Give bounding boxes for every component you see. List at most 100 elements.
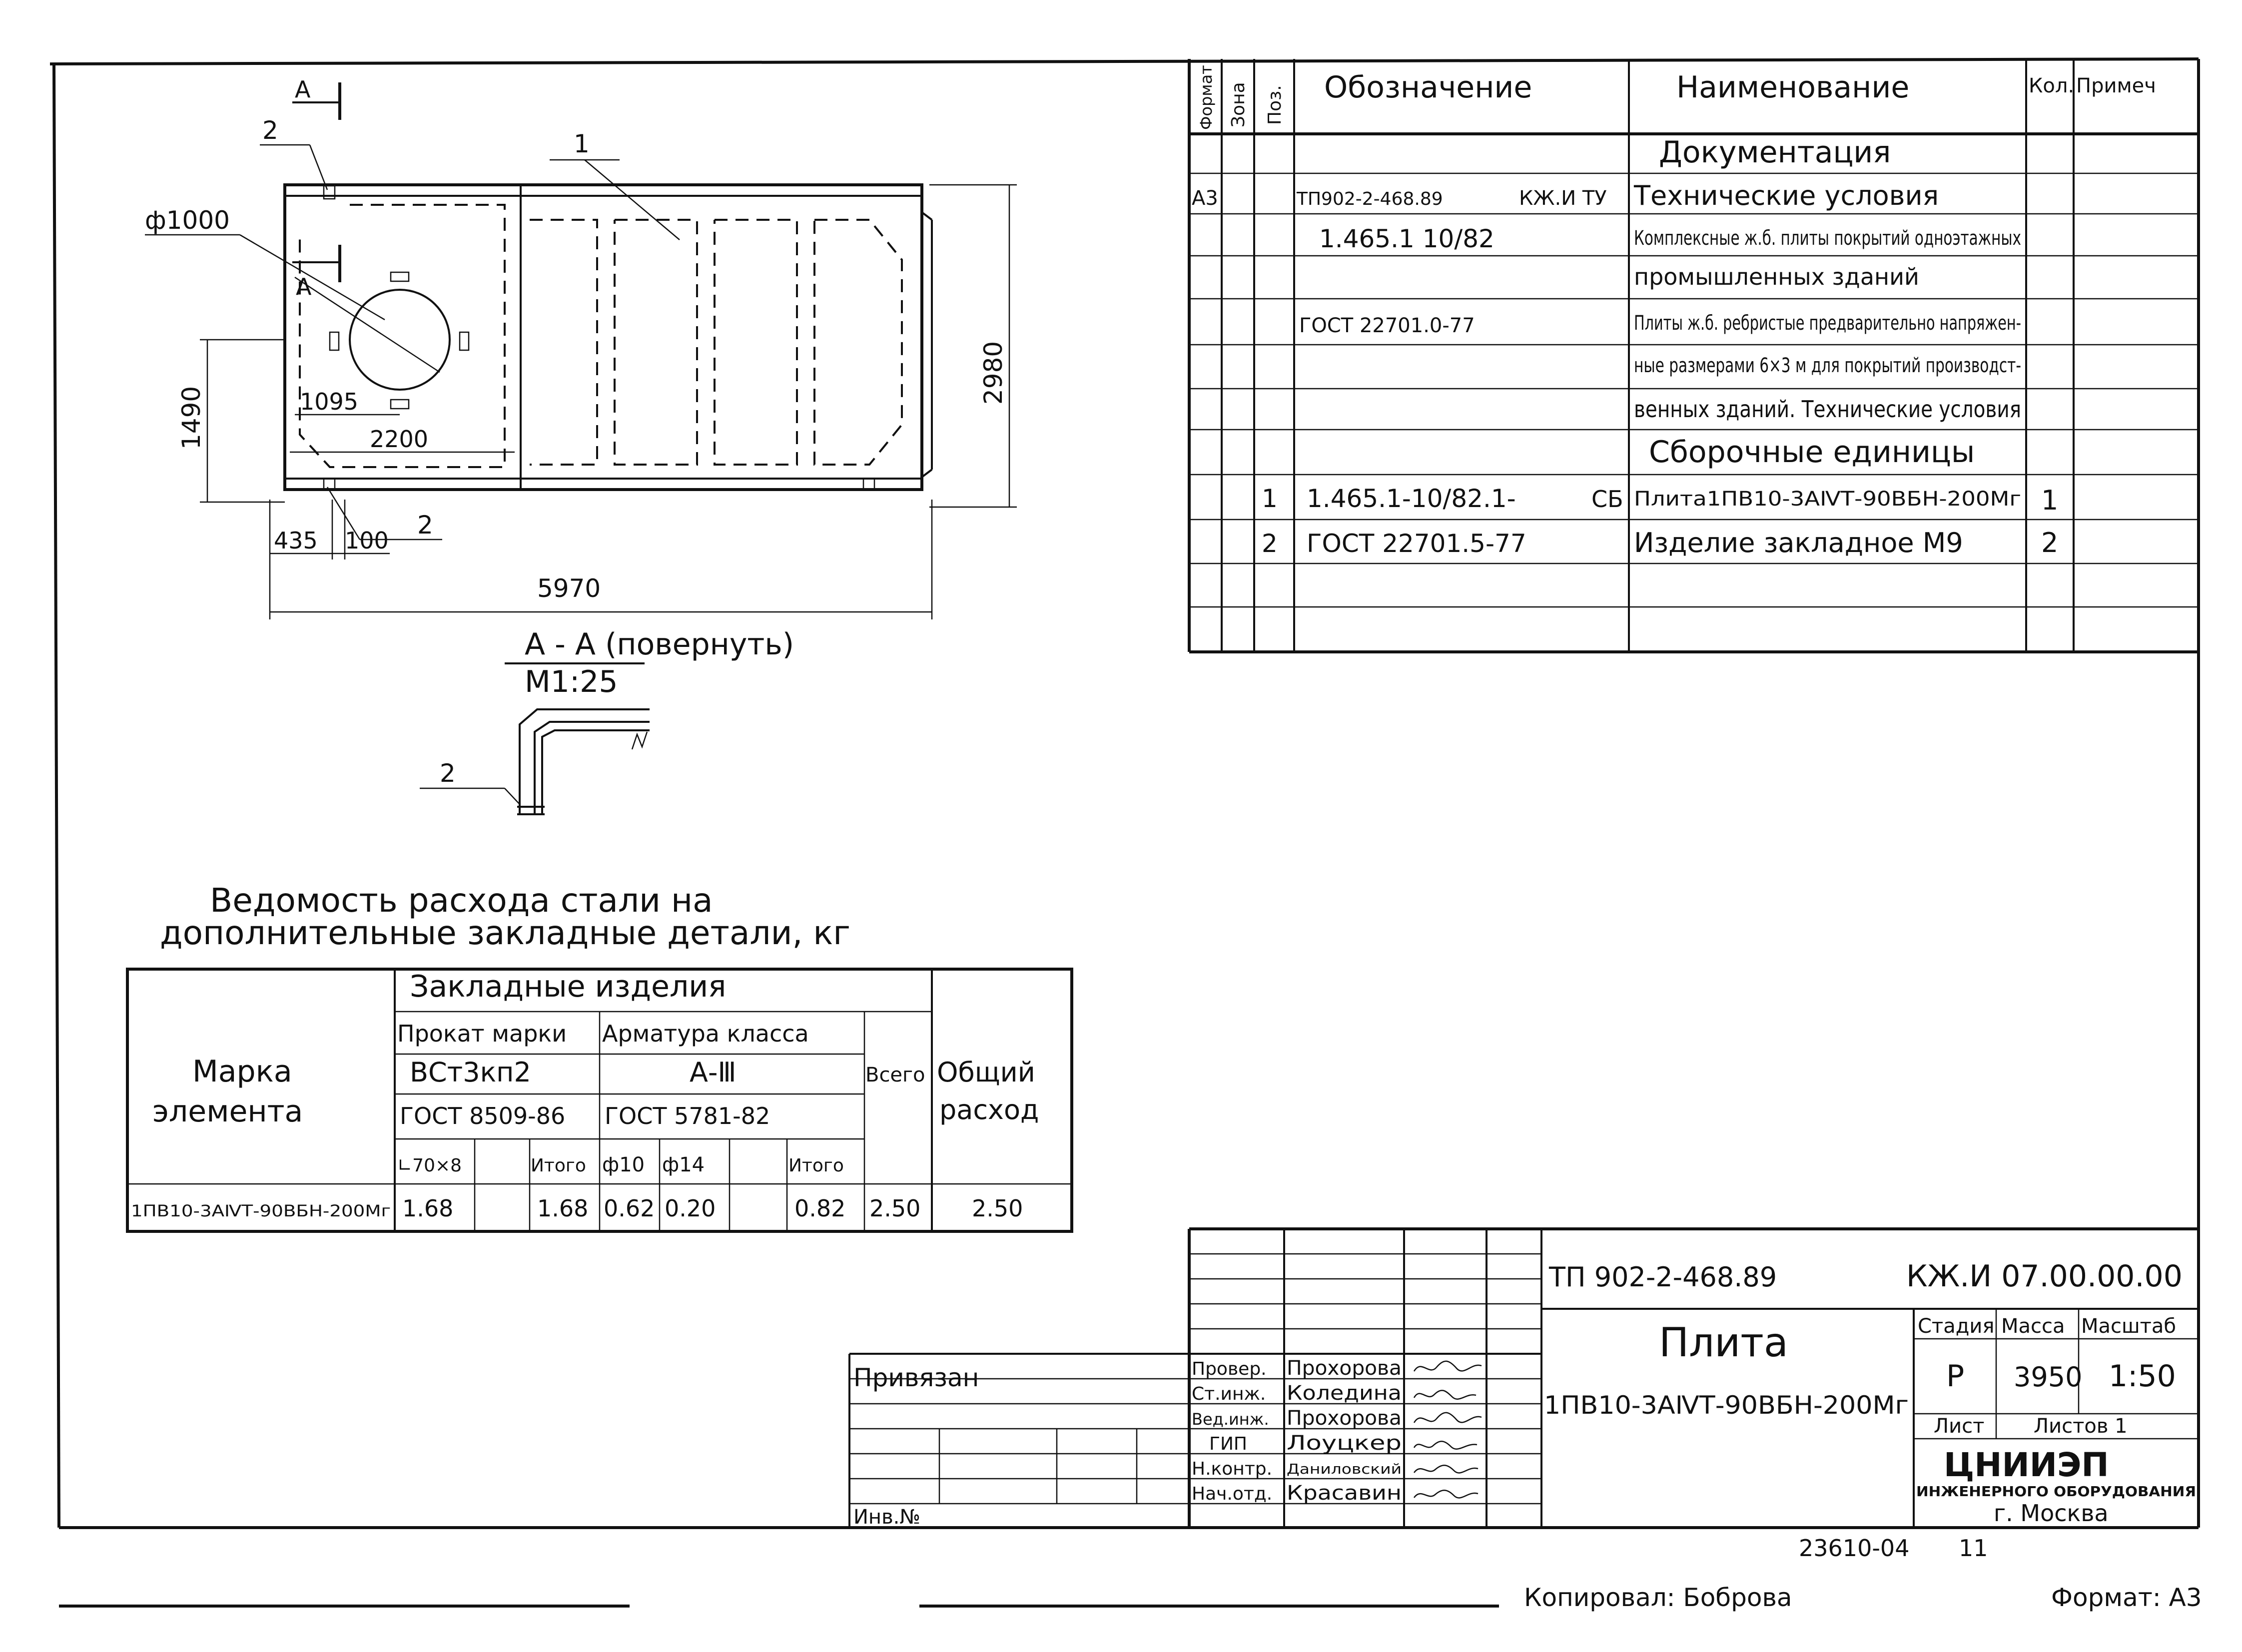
frame-left [52, 63, 60, 1528]
tb-role-4: Н.контр. [1192, 1459, 1272, 1479]
tb-role-1: Ст.инж. [1192, 1384, 1266, 1404]
spec-row-complex-name: Комплексные ж.б. плиты покрытий одноэтаж… [1634, 227, 2021, 250]
dim-2980: 2980 [979, 341, 1008, 405]
steel-c-f14: ф14 [662, 1153, 705, 1176]
spec-row-doc-section: Документация [1659, 135, 1891, 170]
footer-format: Формат: А3 [2051, 1583, 2202, 1612]
steel-row-rebar-total: 0.82 [794, 1195, 845, 1222]
spec-row-ty-designation: ТП902-2-468.89 [1296, 189, 1443, 209]
dim-2200: 2200 [370, 426, 428, 453]
steel-row-overall: 2.50 [972, 1195, 1023, 1222]
section-part-2: 2 [440, 759, 456, 788]
section-detail [420, 708, 650, 815]
steel-c-angle: ∟70×8 [397, 1155, 462, 1176]
spec-row-embed-pos: 2 [1262, 529, 1278, 558]
steel-title-line2: дополнительные закладные детали, кг [160, 914, 850, 952]
tb-name-4: Даниловский [1287, 1461, 1402, 1477]
tb-name-5: Красавин [1287, 1482, 1402, 1505]
steel-h-total: Всего [865, 1064, 925, 1087]
section-title: А - А (повернуть) [525, 627, 794, 662]
tb-role-0: Провер. [1192, 1359, 1267, 1379]
spec-row-complex-designation: 1.465.1 10/82 [1319, 224, 1495, 253]
steel-h-rolled-grade: ВСт3кп2 [410, 1057, 531, 1088]
steel-h-overall-1: Общий [937, 1057, 1035, 1088]
spec-row-plate-code: СБ [1591, 486, 1623, 513]
spec-row-ty-name: Технические условия [1633, 180, 1939, 211]
spec-row-embed-designation: ГОСТ 22701.5-77 [1307, 529, 1526, 558]
tb-inv: Инв.№ [853, 1506, 920, 1529]
title-block-grid [848, 1227, 2199, 1528]
steel-row-f10: 0.62 [604, 1195, 655, 1222]
steel-h-rebar: Арматура класса [602, 1020, 809, 1047]
tb-sheets-h: Листов 1 [2034, 1415, 2128, 1438]
spec-header-format: Формат [1197, 65, 1216, 130]
spec-header-note: Примеч [2076, 74, 2156, 97]
tb-privyazan: Привязан [853, 1363, 979, 1392]
steel-row-angle: 1.68 [402, 1195, 453, 1222]
steel-table-grid [126, 968, 1073, 1233]
tb-scale-h: Масштаб [2081, 1315, 2176, 1338]
spec-header-zone: Зона [1228, 82, 1249, 127]
spec-row-gost-name-3: венных зданий. Технические условия [1634, 396, 2021, 423]
spec-row-gost-designation: ГОСТ 22701.0-77 [1299, 314, 1475, 337]
tb-name-0: Прохорова [1287, 1357, 1402, 1380]
steel-row-total: 2.50 [869, 1195, 920, 1222]
steel-c-itogo-rolled: Итого [531, 1155, 586, 1176]
spec-header-qty: Кол. [2029, 74, 2074, 97]
steel-h-overall-2: расход [939, 1094, 1039, 1125]
spec-row-plate-name: Плита1ПВ10-3АⅣТ-90ВБН-200Мг [1634, 488, 2021, 511]
spec-header-designation: Обозначение [1324, 70, 1532, 105]
steel-h-rebar-gost: ГОСТ 5781-82 [605, 1102, 770, 1129]
steel-h-rolled-gost: ГОСТ 8509-86 [400, 1102, 565, 1129]
frame-top [49, 57, 2199, 65]
steel-row-rolled-total: 1.68 [537, 1195, 588, 1222]
tb-product-mark: 1ПВ10-3АⅣТ-90ВБН-200Мг [1544, 1391, 1909, 1420]
part-2-label-bottom: 2 [417, 511, 433, 540]
tb-mass: 3950 [2014, 1361, 2082, 1393]
spec-row-complex-name-2: промышленных зданий [1634, 263, 1919, 290]
tb-product-name: Плита [1659, 1319, 1788, 1366]
steel-row-f14: 0.20 [665, 1195, 716, 1222]
tb-scale: 1:50 [2109, 1359, 2176, 1394]
spec-header-pos: Поз. [1265, 85, 1285, 125]
steel-h-rolled: Прокат марки [397, 1020, 567, 1047]
spec-row-embed-qty: 2 [2041, 527, 2058, 558]
section-mark-lower: А [296, 273, 312, 300]
spec-table-grid [1188, 59, 2199, 653]
tb-stage: Р [1946, 1359, 1964, 1394]
tb-role-2: Вед.инж. [1192, 1410, 1269, 1429]
steel-h-rebar-class: А-Ⅲ [690, 1057, 737, 1088]
footer-sheet-no: 11 [1959, 1535, 1988, 1562]
spec-row-embed-name: Изделие закладное М9 [1634, 527, 1963, 558]
spec-header-name: Наименование [1676, 70, 1909, 105]
tb-name-2: Прохорова [1287, 1407, 1402, 1430]
steel-c-itogo-rebar: Итого [788, 1155, 844, 1176]
spec-row-gost-name-2: ные размерами 6×3 м для покрытий произво… [1634, 354, 2021, 377]
spec-row-gost-name-1: Плиты ж.б. ребристые предварительно напр… [1634, 312, 2021, 335]
dim-5970: 5970 [537, 574, 601, 603]
spec-row-plate-pos: 1 [1262, 484, 1278, 513]
part-1-label: 1 [574, 129, 590, 158]
dim-1095: 1095 [300, 388, 358, 415]
spec-row-ty-code: КЖ.И ТУ [1519, 187, 1607, 210]
section-mark-top: А [295, 76, 311, 103]
section-scale: М1:25 [525, 664, 618, 699]
tb-name-3: Лоуцкер [1287, 1432, 1402, 1455]
signature-marks [1413, 1360, 1482, 1499]
steel-title-line1: Ведомость расхода стали на [210, 881, 713, 920]
steel-h-mark-2: элемента [152, 1094, 303, 1129]
tb-sheet-h: Лист [1934, 1415, 1984, 1438]
tb-role-5: Нач.отд. [1192, 1484, 1272, 1504]
tb-org: ЦНИИЭП [1944, 1446, 2109, 1484]
tb-org-line2: ИНЖЕНЕРНОГО ОБОРУДОВАНИЯ [1916, 1483, 2196, 1500]
tb-role-3: ГИП [1209, 1434, 1247, 1454]
dim-435: 435 [274, 527, 318, 554]
spec-row-ty-format: А3 [1192, 187, 1218, 210]
footer-copied: Копировал: Боброва [1524, 1583, 1792, 1612]
tb-org-line3: г. Москва [1994, 1500, 2109, 1527]
steel-h-mark-1: Марка [192, 1054, 292, 1089]
tb-project: ТП 902-2-468.89 [1548, 1261, 1777, 1293]
spec-row-plate-qty: 1 [2041, 485, 2058, 516]
footer-doc-number: 23610-04 [1799, 1535, 1909, 1562]
